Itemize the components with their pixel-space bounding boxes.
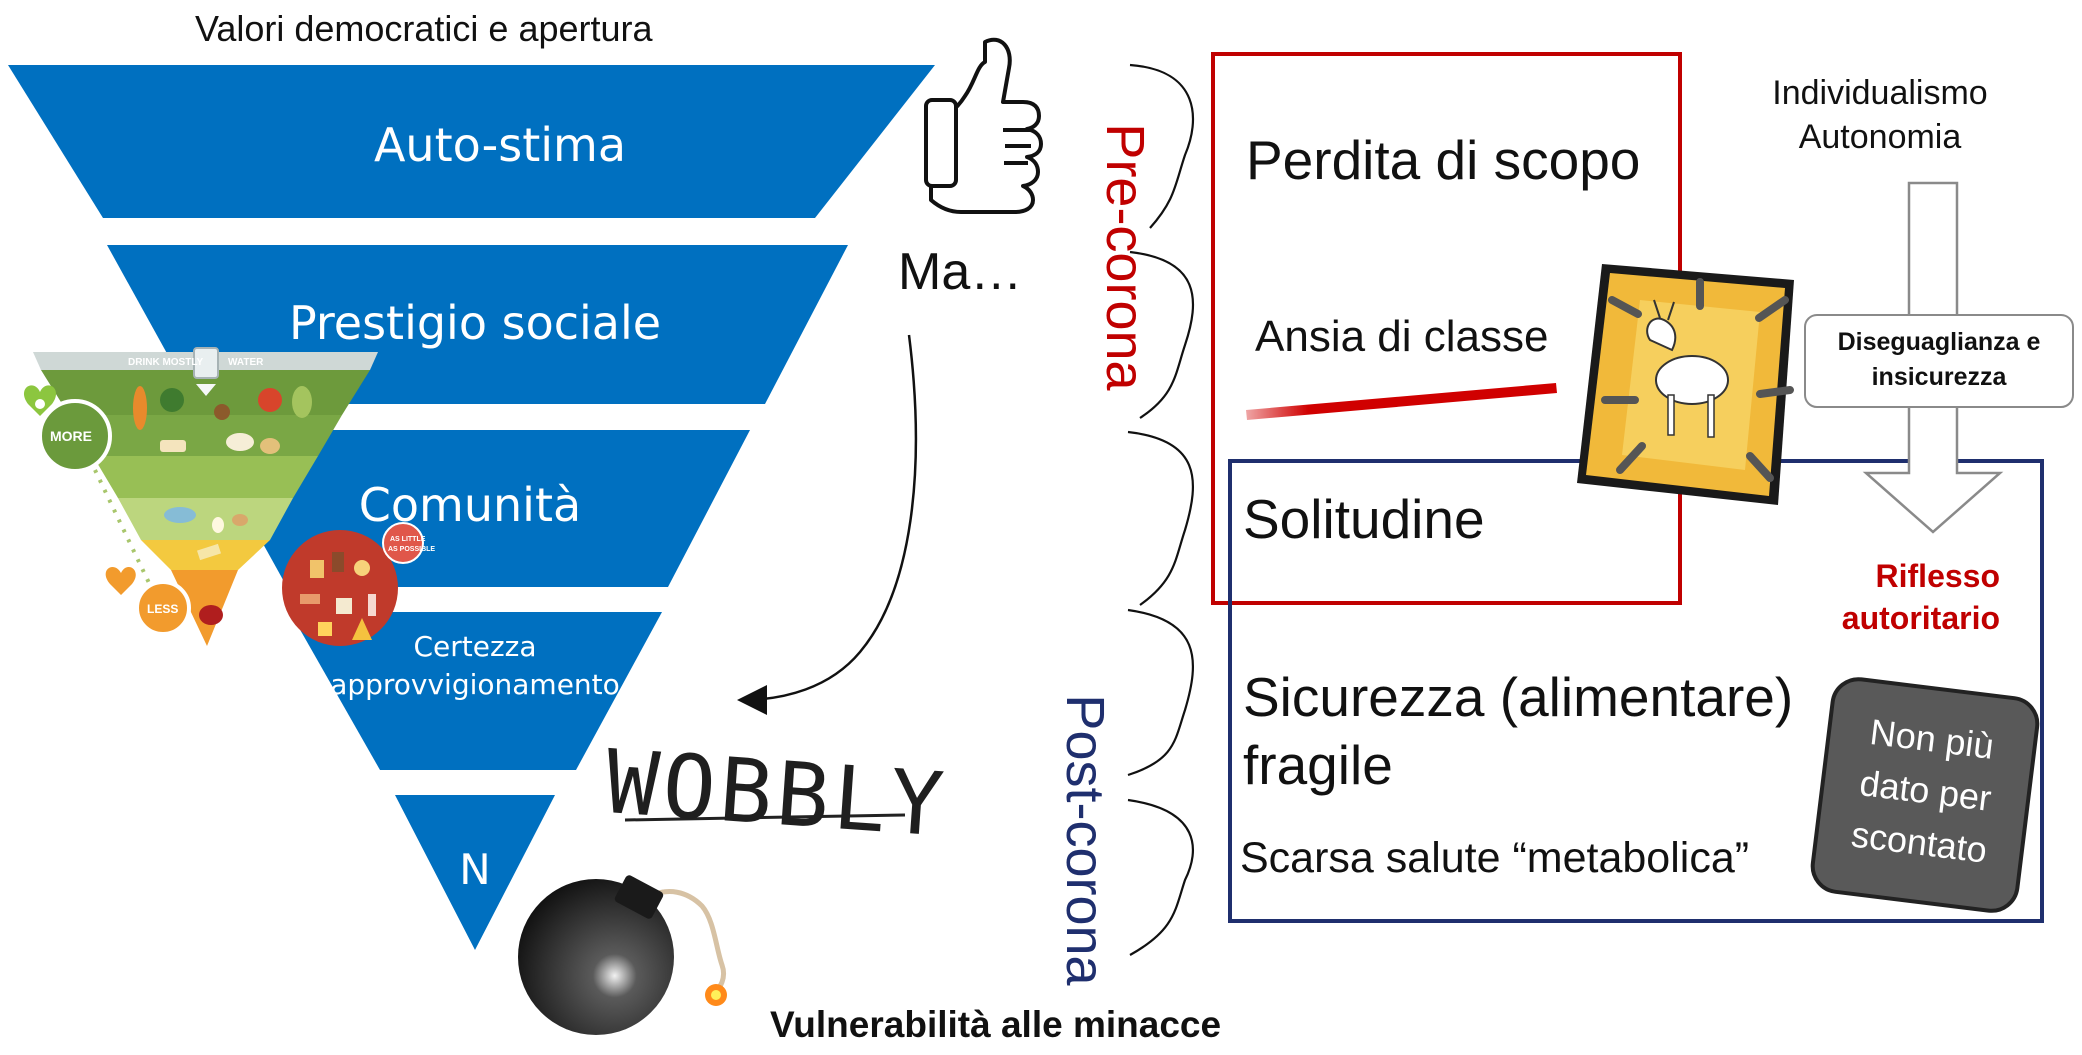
tier-label-comunita: Comunità [358, 478, 582, 532]
scapegoat-picture [1577, 264, 1794, 505]
food-pyramid-more: MORE [50, 428, 92, 444]
tier-label-approvvigionamento: approvvigionamento [330, 668, 620, 701]
text-autonomia: Autonomia [1798, 118, 1962, 156]
text-autoritario: autoritario [1841, 600, 2000, 636]
bomb-icon [518, 875, 727, 1035]
food-pyramid-top-label-2: WATER [228, 357, 264, 368]
top-caption: Valori democratici e apertura [195, 8, 653, 49]
label-pre-corona: Pre-corona [1095, 123, 1155, 391]
text-scarsa-salute: Scarsa salute “metabolica” [1240, 834, 1750, 882]
food-pyramid-little-2: AS POSSIBLE [388, 546, 436, 553]
text-individualismo: Individualismo [1772, 74, 1988, 112]
text-disuguaglianza-line1: Diseguaglianza e [1837, 328, 2041, 356]
text-sicurezza-line2: fragile [1243, 734, 1393, 796]
tier-label-n: N [459, 845, 491, 894]
curved-arrow [737, 334, 918, 715]
label-post-corona: Post-corona [1055, 694, 1115, 986]
text-sicurezza-line1: Sicurezza (alimentare) [1243, 666, 1794, 728]
text-ansia-di-classe: Ansia di classe [1255, 312, 1549, 361]
badge-box [1810, 677, 2040, 913]
text-solitudine: Solitudine [1243, 488, 1485, 550]
tier-n [395, 795, 555, 950]
curly-braces [1127, 63, 1195, 956]
food-pyramid-graphic [23, 347, 424, 646]
ma-text: Ma… [898, 243, 1023, 301]
tier-label-certezza: Certezza [413, 630, 537, 663]
tier-certezza [290, 612, 662, 770]
badge-text-group: Non più dato per scontato [1810, 676, 2041, 914]
text-perdita-di-scopo: Perdita di scopo [1246, 129, 1641, 191]
food-pyramid-less: LESS [147, 602, 179, 616]
tier-label-prestigio: Prestigio sociale [288, 296, 662, 350]
disuguaglianza-box [1804, 314, 2074, 408]
tier-auto-stima [8, 65, 935, 218]
food-pyramid-little-1: AS LITTLE [390, 536, 426, 543]
text-riflesso: Riflesso [1875, 558, 2000, 594]
bottom-caption: Vulnerabilità alle minacce [770, 1004, 1222, 1045]
text-disuguaglianza-line2: insicurezza [1871, 363, 2007, 391]
thumbs-up-icon [924, 37, 1043, 214]
food-pyramid-top-label: DRINK MOSTLY [128, 357, 204, 368]
tier-label-auto-stima: Auto-stima [373, 118, 627, 172]
